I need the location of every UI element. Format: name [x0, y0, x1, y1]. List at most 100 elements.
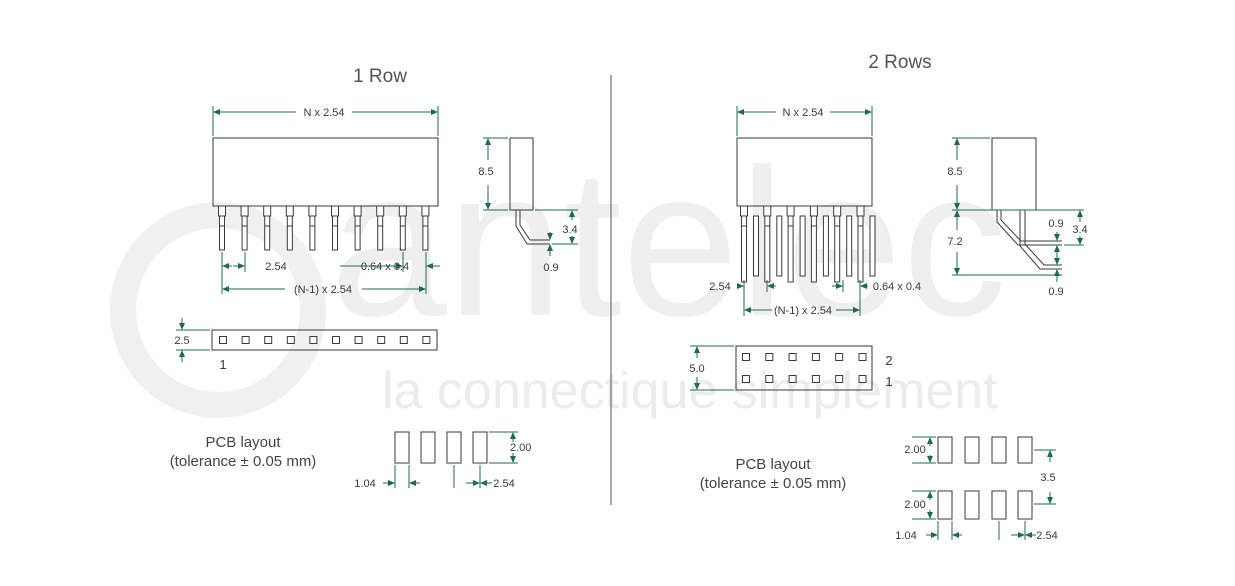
cavity	[354, 336, 363, 344]
one-row-cavities	[219, 336, 431, 344]
one-row-side-view: 8.5 3.4 0.9	[478, 137, 578, 274]
cavity	[241, 336, 250, 344]
cavity	[309, 336, 318, 344]
cavity	[765, 375, 774, 383]
cavity	[811, 353, 820, 361]
pin-base	[285, 205, 294, 217]
two-rows-pin-len-dim: 3.4	[1072, 224, 1087, 236]
two-rows-row2-label: 2	[885, 353, 892, 368]
pin-lead	[810, 215, 817, 283]
two-rows-pitch-dim: 2.54	[709, 281, 730, 293]
one-row-front-view: N x 2.54 2.54 0.64 x 0.4 (N-1) x 2.54	[212, 106, 440, 296]
pin-base	[398, 205, 407, 217]
pin-base	[809, 205, 818, 217]
one-row-height-dim: 8.5	[478, 166, 493, 178]
two-rows-top-view: 5.0 2 1	[689, 345, 893, 391]
cavity	[219, 336, 227, 344]
two-rows-pcb-title-2: (tolerance ± 0.05 mm)	[700, 475, 847, 492]
cavity	[788, 375, 797, 383]
pin-base	[833, 205, 842, 217]
pin-lead-rear	[776, 215, 783, 277]
one-row-pin1-label: 1	[219, 357, 226, 372]
one-row-width-dim: N x 2.54	[304, 107, 345, 119]
cavity	[264, 336, 273, 344]
pin-base	[376, 205, 385, 217]
two-rows-lower-dim: 7.2	[947, 236, 962, 248]
pin-lead	[219, 215, 225, 251]
pin-base	[786, 205, 795, 217]
two-rows-pcb-pitch-dim: 2.54	[1036, 530, 1057, 542]
cavity	[835, 375, 844, 383]
two-rows-pcb-pad-w-dim: 1.04	[895, 530, 916, 542]
pin-lead	[377, 215, 384, 251]
one-row-pins	[218, 205, 430, 251]
cavity	[765, 353, 774, 361]
cavity	[788, 353, 797, 361]
pin-base	[308, 205, 317, 217]
two-rows-title: 2 Rows	[868, 52, 931, 73]
pin-lead-rear	[846, 215, 853, 277]
pin-lead	[241, 215, 248, 251]
two-rows-pin-off-bottom-dim: 0.9	[1048, 286, 1063, 298]
pin-base	[218, 205, 226, 217]
one-row-pcb-pad-w-dim: 1.04	[354, 478, 375, 490]
one-row-span-dim: (N-1) x 2.54	[294, 284, 352, 296]
pin-base	[353, 205, 362, 217]
cavity	[858, 353, 867, 361]
cavity	[377, 336, 386, 344]
watermark-tagline: la connectique simplement	[382, 362, 998, 420]
two-rows-pin-size-dim: 0.64 x 0.4	[873, 281, 921, 293]
two-rows-row1-label: 1	[885, 374, 892, 389]
two-rows-pcb-title-1: PCB layout	[735, 456, 811, 473]
watermark: antelec la connectique simplement	[110, 125, 1007, 420]
pin-base	[763, 205, 772, 217]
one-row-pin-off-dim: 0.9	[543, 262, 558, 274]
two-rows-width-dim: N x 2.54	[783, 107, 824, 119]
pin-base	[331, 205, 339, 217]
one-row-title: 1 Row	[353, 66, 407, 87]
pin-base	[263, 205, 272, 217]
cavity	[332, 336, 340, 344]
cavity	[835, 353, 844, 361]
two-rows-pcb-layout: 2.00 2.00 3.5 1.04 2.54	[895, 436, 1058, 542]
two-rows-front-view: N x 2.54 2.54 0.64 x 0.4 (N-1) x 2.54	[709, 106, 921, 317]
cavity	[811, 375, 820, 383]
pin-base	[421, 205, 430, 217]
pin-lead-rear	[822, 215, 829, 277]
two-rows-pin-off-top-dim: 0.9	[1048, 218, 1063, 230]
cavity	[286, 336, 295, 344]
two-rows-pcb-pad-h-top-dim: 2.00	[904, 444, 925, 456]
cavity	[858, 375, 867, 383]
cavity	[399, 336, 408, 344]
watermark-brand: antelec	[330, 125, 1007, 360]
two-rows-cavities	[742, 353, 867, 383]
two-rows-pcb-pad-h-bottom-dim: 2.00	[904, 499, 925, 511]
one-row-pin-len-dim: 3.4	[562, 224, 577, 236]
pin-lead	[354, 215, 361, 251]
one-row-pitch-dim: 2.54	[265, 261, 286, 273]
pin-lead	[332, 215, 338, 251]
two-rows-side-view: 8.5 7.2 3.4 0.9 0.9	[947, 137, 1088, 298]
pin-lead-rear	[869, 215, 876, 277]
cavity	[742, 353, 750, 361]
two-rows-span-dim: (N-1) x 2.54	[774, 305, 832, 317]
pin-lead	[399, 215, 406, 251]
pin-lead	[834, 215, 841, 283]
pin-base	[856, 205, 865, 217]
pin-base	[240, 205, 249, 217]
cavity	[422, 336, 431, 344]
one-row-pcb-title-2: (tolerance ± 0.05 mm)	[170, 453, 317, 470]
pin-base	[740, 205, 748, 217]
two-rows-body-h-dim: 5.0	[689, 363, 704, 375]
one-row-pcb-pad-h-dim: 2.00	[510, 442, 531, 454]
one-row-pcb-layout: 2.00 1.04 2.54	[354, 431, 531, 490]
pin-lead-rear	[799, 215, 806, 277]
cavity	[742, 375, 750, 383]
one-row-top-view: 2.5 1	[174, 318, 438, 372]
one-row-pin-size-dim: 0.64 x 0.4	[361, 261, 409, 273]
two-rows-height-dim: 8.5	[947, 166, 962, 178]
two-rows-pcb-row-pitch-dim: 3.5	[1040, 472, 1055, 484]
one-row-pcb-pitch-dim: 2.54	[493, 478, 514, 490]
pin-lead	[264, 215, 271, 251]
